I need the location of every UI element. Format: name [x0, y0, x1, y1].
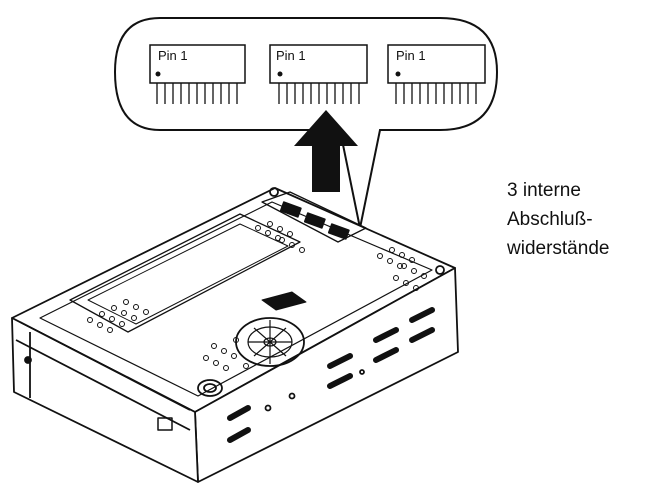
callout-bubble	[113, 17, 499, 229]
caption-line-2: Abschluß-	[507, 209, 593, 230]
caption-line-3: widerstände	[507, 238, 610, 259]
caption-internal-terminators: 3 interne Abschluß- widerstände	[507, 176, 609, 263]
drive-body	[11, 187, 459, 483]
vent-dots	[87, 221, 427, 371]
resistor-chip-2: Pin 1	[269, 44, 368, 104]
pin-label-2: Pin 1	[276, 48, 306, 63]
pin-label-3: Pin 1	[396, 48, 426, 63]
pin-label-1: Pin 1	[158, 48, 188, 63]
caption-line-1: 3 interne	[507, 180, 581, 201]
up-arrow-icon	[294, 110, 358, 192]
resistor-chip-1: Pin 1	[149, 44, 246, 104]
resistor-chip-3: Pin 1	[387, 44, 486, 104]
